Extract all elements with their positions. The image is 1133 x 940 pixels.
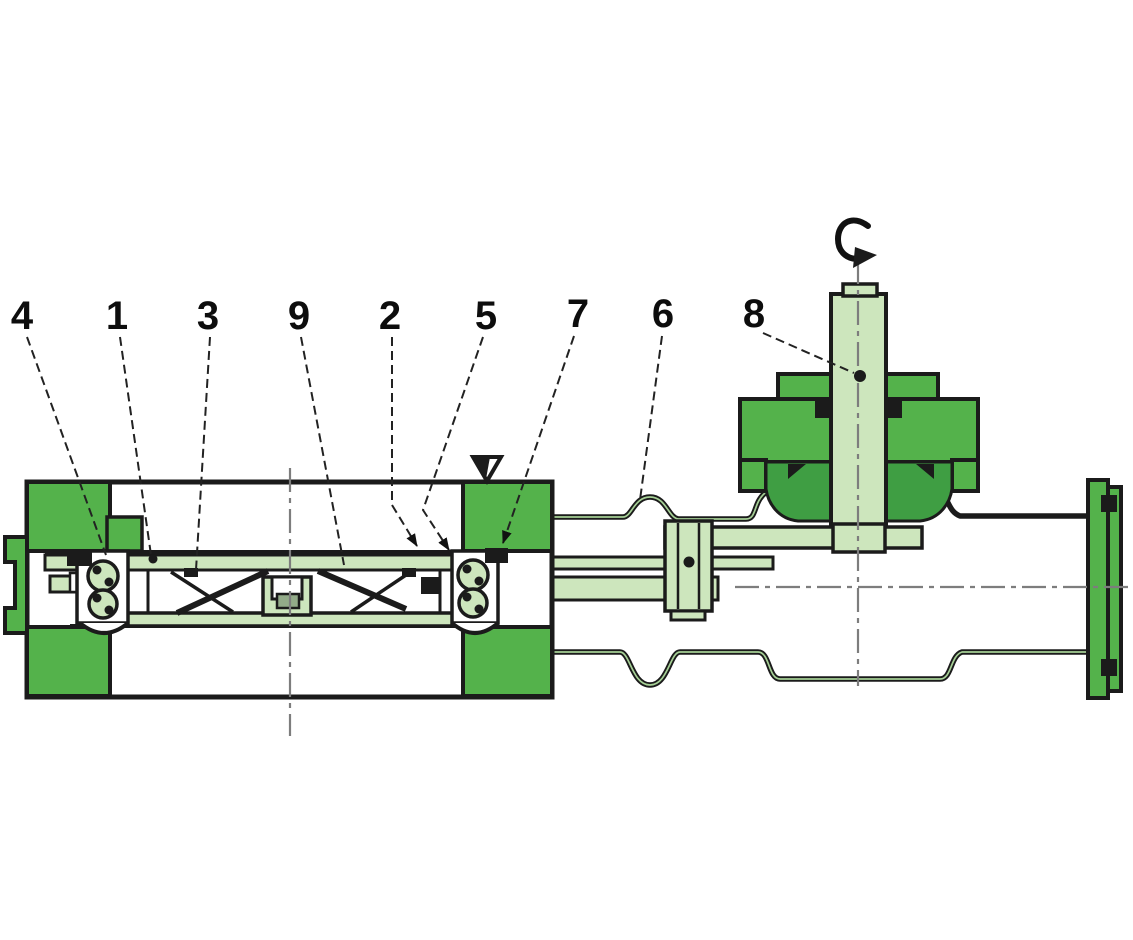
left-clamp-lug bbox=[3, 535, 29, 635]
bearing-left-upper-race bbox=[86, 559, 120, 593]
end-cap-top-right bbox=[461, 480, 554, 553]
bearing-roller bbox=[92, 593, 102, 603]
bellows-top-wall-inner bbox=[552, 492, 766, 520]
bellows-top-wall bbox=[552, 490, 767, 522]
rod-seal-block bbox=[485, 548, 508, 563]
toggle-link-2 bbox=[316, 568, 408, 612]
bearing-roller bbox=[474, 576, 484, 586]
leader-line-7 bbox=[502, 335, 575, 544]
part-labels: 4 1 3 9 2 5 7 6 8 bbox=[11, 292, 765, 338]
shaft-seal-right bbox=[885, 401, 902, 418]
end-cap-top-left bbox=[25, 480, 112, 553]
annotation-symbols bbox=[469, 217, 877, 485]
internal-mechanism bbox=[43, 548, 508, 635]
spacer-block-right bbox=[421, 577, 440, 594]
part-label-7: 7 bbox=[567, 292, 589, 336]
packing-wedge-right bbox=[916, 464, 934, 479]
bearing-left-lower-race bbox=[87, 588, 119, 620]
part-label-9: 9 bbox=[288, 294, 310, 338]
bearing-roller bbox=[462, 564, 472, 574]
end-cap-bottom-right bbox=[461, 625, 554, 698]
mounting-flange bbox=[1086, 478, 1123, 700]
leader-line-1 bbox=[119, 336, 152, 556]
rotation-arrow-arc bbox=[834, 217, 871, 262]
bearing-right-upper-race bbox=[456, 558, 490, 592]
bearing-right-cap bbox=[450, 621, 500, 635]
link-anchor-right bbox=[402, 568, 416, 577]
leader-line-9 bbox=[300, 336, 345, 566]
bearing-roller bbox=[462, 592, 472, 602]
leader-line-3 bbox=[195, 336, 211, 571]
bearing-roller bbox=[92, 565, 102, 575]
gland-right-column bbox=[950, 458, 980, 493]
bearing-right bbox=[450, 549, 500, 635]
packing-seal-right bbox=[883, 460, 954, 523]
bearing-roller bbox=[104, 605, 114, 615]
bearing-roller bbox=[104, 577, 114, 587]
bearing-right-lower-race bbox=[457, 587, 489, 619]
coupling-foot bbox=[669, 609, 707, 622]
part-label-5: 5 bbox=[475, 294, 497, 338]
shaft-seal-left bbox=[815, 401, 832, 418]
flange-seal-bottom bbox=[1101, 659, 1117, 676]
coupling-pin bbox=[683, 556, 695, 568]
toggle-link-1 bbox=[175, 568, 270, 616]
drive-shaft-cap bbox=[841, 282, 879, 298]
toggle-link-4 bbox=[350, 571, 410, 614]
part-label-4: 4 bbox=[11, 294, 34, 338]
housing-top-wall-right bbox=[938, 490, 1088, 519]
rotation-arrow-head bbox=[853, 247, 877, 268]
drive-shaft bbox=[829, 292, 888, 532]
part-label-8: 8 bbox=[743, 292, 765, 336]
leader-lines bbox=[26, 332, 866, 571]
center-guide-insert bbox=[275, 592, 301, 610]
leader-line-5 bbox=[421, 336, 484, 551]
end-cap-top-left-foot bbox=[105, 515, 144, 553]
rotation-direction-arrow-icon bbox=[834, 217, 877, 268]
flange-seal-top bbox=[1101, 495, 1117, 512]
leader-line-6 bbox=[639, 335, 663, 501]
packing-seal-left bbox=[764, 460, 833, 523]
part-label-2: 2 bbox=[379, 294, 401, 338]
link-anchor-left bbox=[184, 568, 198, 577]
leader-line-4 bbox=[26, 336, 107, 556]
packing-wedge-left bbox=[788, 464, 806, 479]
leader-dot-1 bbox=[148, 554, 158, 564]
bearing-left-cap bbox=[78, 621, 130, 635]
part-label-3: 3 bbox=[197, 294, 219, 338]
centerlines bbox=[288, 260, 1133, 736]
part-label-6: 6 bbox=[652, 292, 674, 336]
surface-finish-triangle-fill bbox=[473, 457, 490, 479]
part-label-1: 1 bbox=[106, 294, 128, 338]
toggle-link-3 bbox=[170, 570, 234, 614]
gland-left-column bbox=[738, 458, 768, 493]
bellows-bottom-wall-inner bbox=[552, 651, 1088, 686]
drive-linkage bbox=[492, 519, 924, 622]
shaft-seal-block-left bbox=[67, 550, 92, 566]
leader-line-8 bbox=[762, 332, 855, 374]
leader-line-2 bbox=[391, 337, 418, 547]
bearing-roller bbox=[474, 604, 484, 614]
leader-dot-8 bbox=[854, 370, 866, 382]
end-cap-bottom-left bbox=[25, 625, 112, 698]
flange-outer-ring bbox=[1106, 485, 1123, 693]
